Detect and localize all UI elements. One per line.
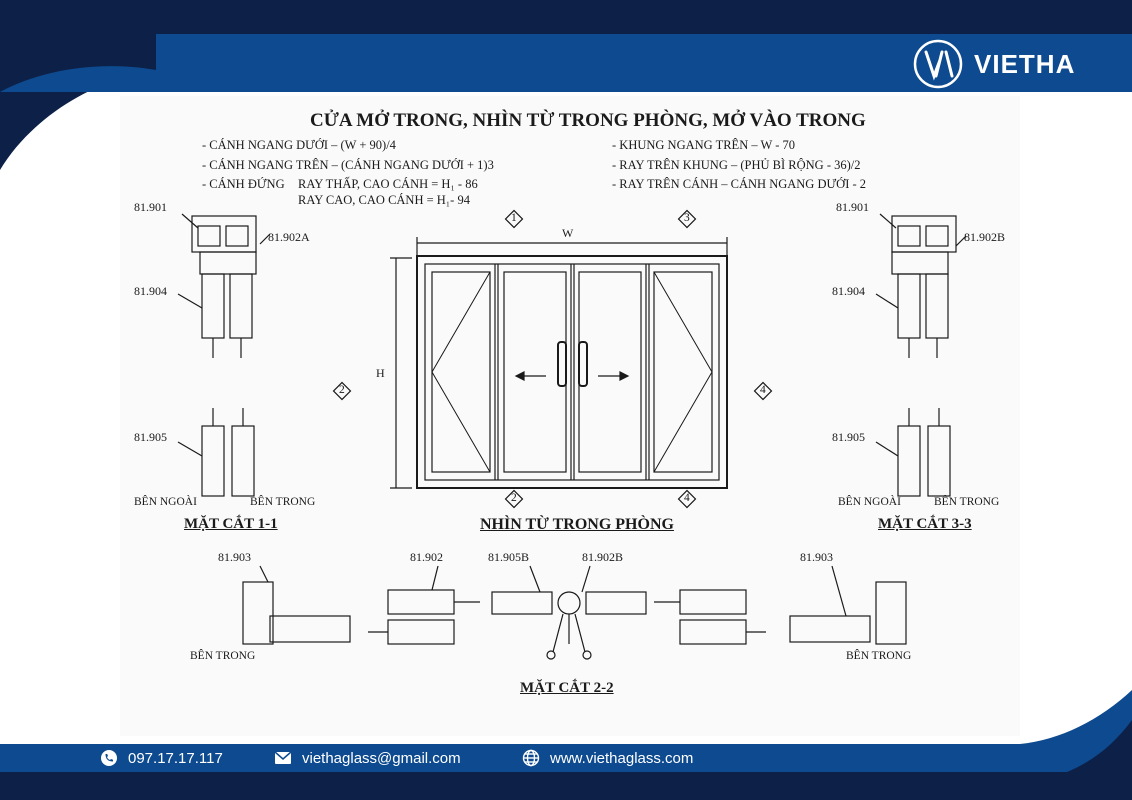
drawing-title: CỬA MỞ TRONG, NHÌN TỪ TRONG PHÒNG, MỞ VÀ… [310, 110, 866, 131]
inside-label: BÊN TRONG [250, 496, 316, 508]
inside-label: BÊN TRONG [846, 650, 912, 662]
marker-4-right: 4 [760, 384, 766, 396]
section-3-3-profiles [875, 213, 967, 497]
bottom-bar [0, 772, 1132, 800]
marker-1: 1 [511, 212, 517, 224]
part-label: 81.902B [582, 550, 624, 564]
marker-3: 3 [684, 212, 690, 224]
note-left-5: RAY CAO, CAO CÁNH = H₁- 94 [298, 193, 470, 207]
part-label: 81.902A [268, 230, 310, 244]
contact-email[interactable]: viethaglass@gmail.com [274, 744, 461, 772]
email-address: viethaglass@gmail.com [302, 749, 461, 767]
part-label: 81.904 [832, 284, 865, 298]
note-left-4: RAY THẤP, CAO CÁNH = H₁ - 86 [298, 177, 478, 191]
part-label: 81.901 [836, 200, 869, 214]
contact-website[interactable]: www.viethaglass.com [522, 744, 693, 772]
phone-icon [100, 749, 118, 767]
part-label: 81.901 [134, 200, 167, 214]
part-label: 81.905 [832, 430, 865, 444]
dimension-h-label: H [376, 366, 385, 380]
globe-icon [522, 749, 540, 767]
section-2-2-profiles [242, 565, 907, 660]
brand-logo: VIETHA [912, 38, 1075, 90]
note-left-1: - CÁNH NGANG DƯỚI – (W + 90)/4 [202, 138, 396, 152]
section-1-1-title: MẶT CẮT 1-1 [184, 516, 278, 532]
brand-name: VIETHA [974, 48, 1076, 79]
header-band [0, 34, 1132, 92]
section-markers [332, 209, 773, 509]
part-label: 81.905B [488, 550, 530, 564]
note-right-2: - RAY TRÊN KHUNG – (PHỦ BÌ RỘNG - 36)/2 [612, 158, 861, 172]
view-label: NHÌN TỪ TRONG PHÒNG [480, 516, 674, 533]
footer-band [0, 744, 1132, 772]
section-1-1-profiles [177, 213, 271, 497]
website-url: www.viethaglass.com [550, 749, 694, 767]
technical-drawing: CỬA MỞ TRONG, NHÌN TỪ TRONG PHÒNG, MỞ VÀ… [120, 96, 1020, 736]
note-left-3: - CÁNH ĐỨNG [202, 177, 285, 191]
part-label: 81.902 [410, 550, 443, 564]
section-3-3-title: MẶT CẮT 3-3 [878, 516, 972, 532]
door-elevation [390, 237, 728, 489]
drawing-lines [177, 209, 967, 660]
VH-logo-icon [913, 39, 963, 89]
part-label: 81.903 [800, 550, 833, 564]
part-label: 81.904 [134, 284, 167, 298]
marker-2-bottom: 2 [511, 492, 517, 504]
contact-phone[interactable]: 097.17.17.117 [100, 744, 223, 772]
outside-label: BÊN NGOÀI [838, 496, 901, 508]
note-right-3: - RAY TRÊN CÁNH – CÁNH NGANG DƯỚI - 2 [612, 177, 867, 191]
section-2-2-title: MẶT CẮT 2-2 [520, 680, 614, 696]
part-label: 81.902B [964, 230, 1006, 244]
dimension-w-label: W [562, 226, 574, 240]
outside-label: BÊN NGOÀI [134, 496, 197, 508]
marker-4-bottom: 4 [684, 492, 690, 504]
top-bar [0, 0, 1132, 34]
marker-2-left: 2 [339, 384, 345, 396]
note-left-2: - CÁNH NGANG TRÊN – (CÁNH NGANG DƯỚI + 1… [202, 158, 494, 172]
mail-icon [274, 751, 292, 765]
part-label: 81.903 [218, 550, 251, 564]
note-right-1: - KHUNG NGANG TRÊN – W - 70 [612, 138, 795, 152]
part-label: 81.905 [134, 430, 167, 444]
inside-label: BÊN TRONG [190, 650, 256, 662]
inside-label: BÊN TRONG [934, 496, 1000, 508]
phone-number: 097.17.17.117 [128, 749, 223, 767]
